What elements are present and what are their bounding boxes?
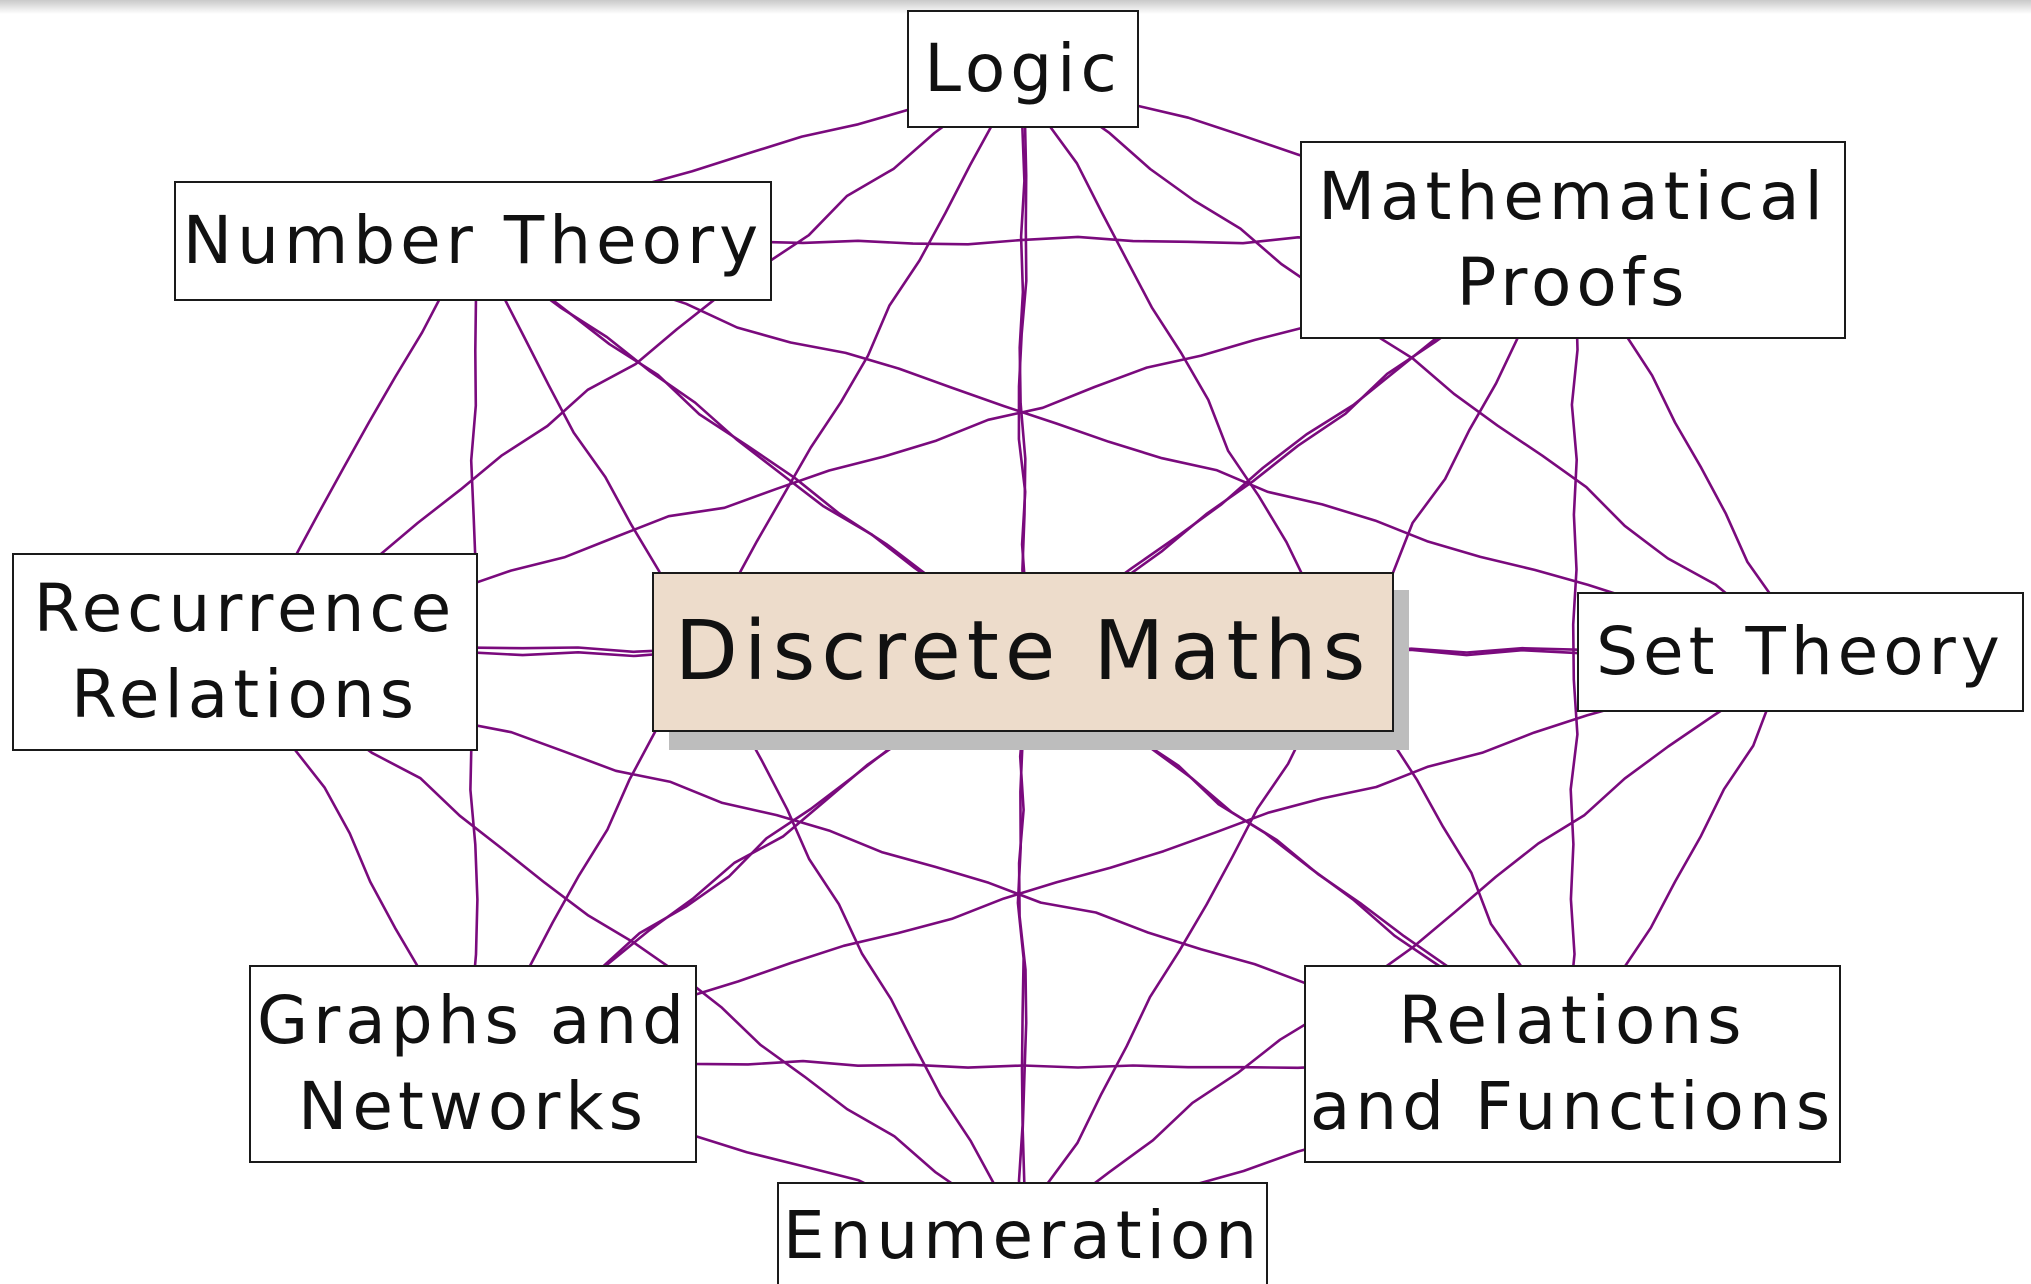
topic-label: Relations <box>70 656 420 733</box>
topic-node-mathematical-proofs: Mathematical Proofs <box>1300 141 1846 339</box>
topic-node-set-theory: Set Theory <box>1577 592 2024 712</box>
edge-set-theory-number-theory <box>472 239 1801 654</box>
top-shadow <box>0 0 2031 14</box>
edge-logic-relations-and-functions <box>1020 69 1575 1065</box>
topic-node-recurrence-relations: Recurrence Relations <box>12 553 478 751</box>
topic-label: Set Theory <box>1596 613 2005 691</box>
edge-enumeration-recurrence-relations <box>244 650 1023 1238</box>
topic-node-relations-and-functions: Relations and Functions <box>1304 965 1841 1163</box>
topic-node-logic: Logic <box>907 10 1139 128</box>
topic-label: Graphs and <box>257 982 689 1060</box>
topic-label: and Functions <box>1309 1068 1836 1145</box>
topic-label: Enumeration <box>782 1197 1263 1275</box>
topic-node-number-theory: Number Theory <box>174 181 772 301</box>
topic-label: Mathematical <box>1318 158 1828 236</box>
center-node-label: Discrete Maths <box>674 603 1372 699</box>
edge-logic-center <box>1017 69 1028 651</box>
topic-label: Logic <box>924 30 1122 108</box>
topic-node-graphs-and-networks: Graphs and Networks <box>249 965 697 1163</box>
topic-label: Number Theory <box>182 202 764 280</box>
topic-label: Recurrence <box>33 570 457 648</box>
topic-label: Relations <box>1398 982 1747 1060</box>
center-node: Discrete Maths <box>652 572 1394 732</box>
topic-label: Proofs <box>1456 244 1690 321</box>
topic-label: Networks <box>298 1068 648 1145</box>
topic-node-enumeration: Enumeration <box>777 1182 1268 1284</box>
